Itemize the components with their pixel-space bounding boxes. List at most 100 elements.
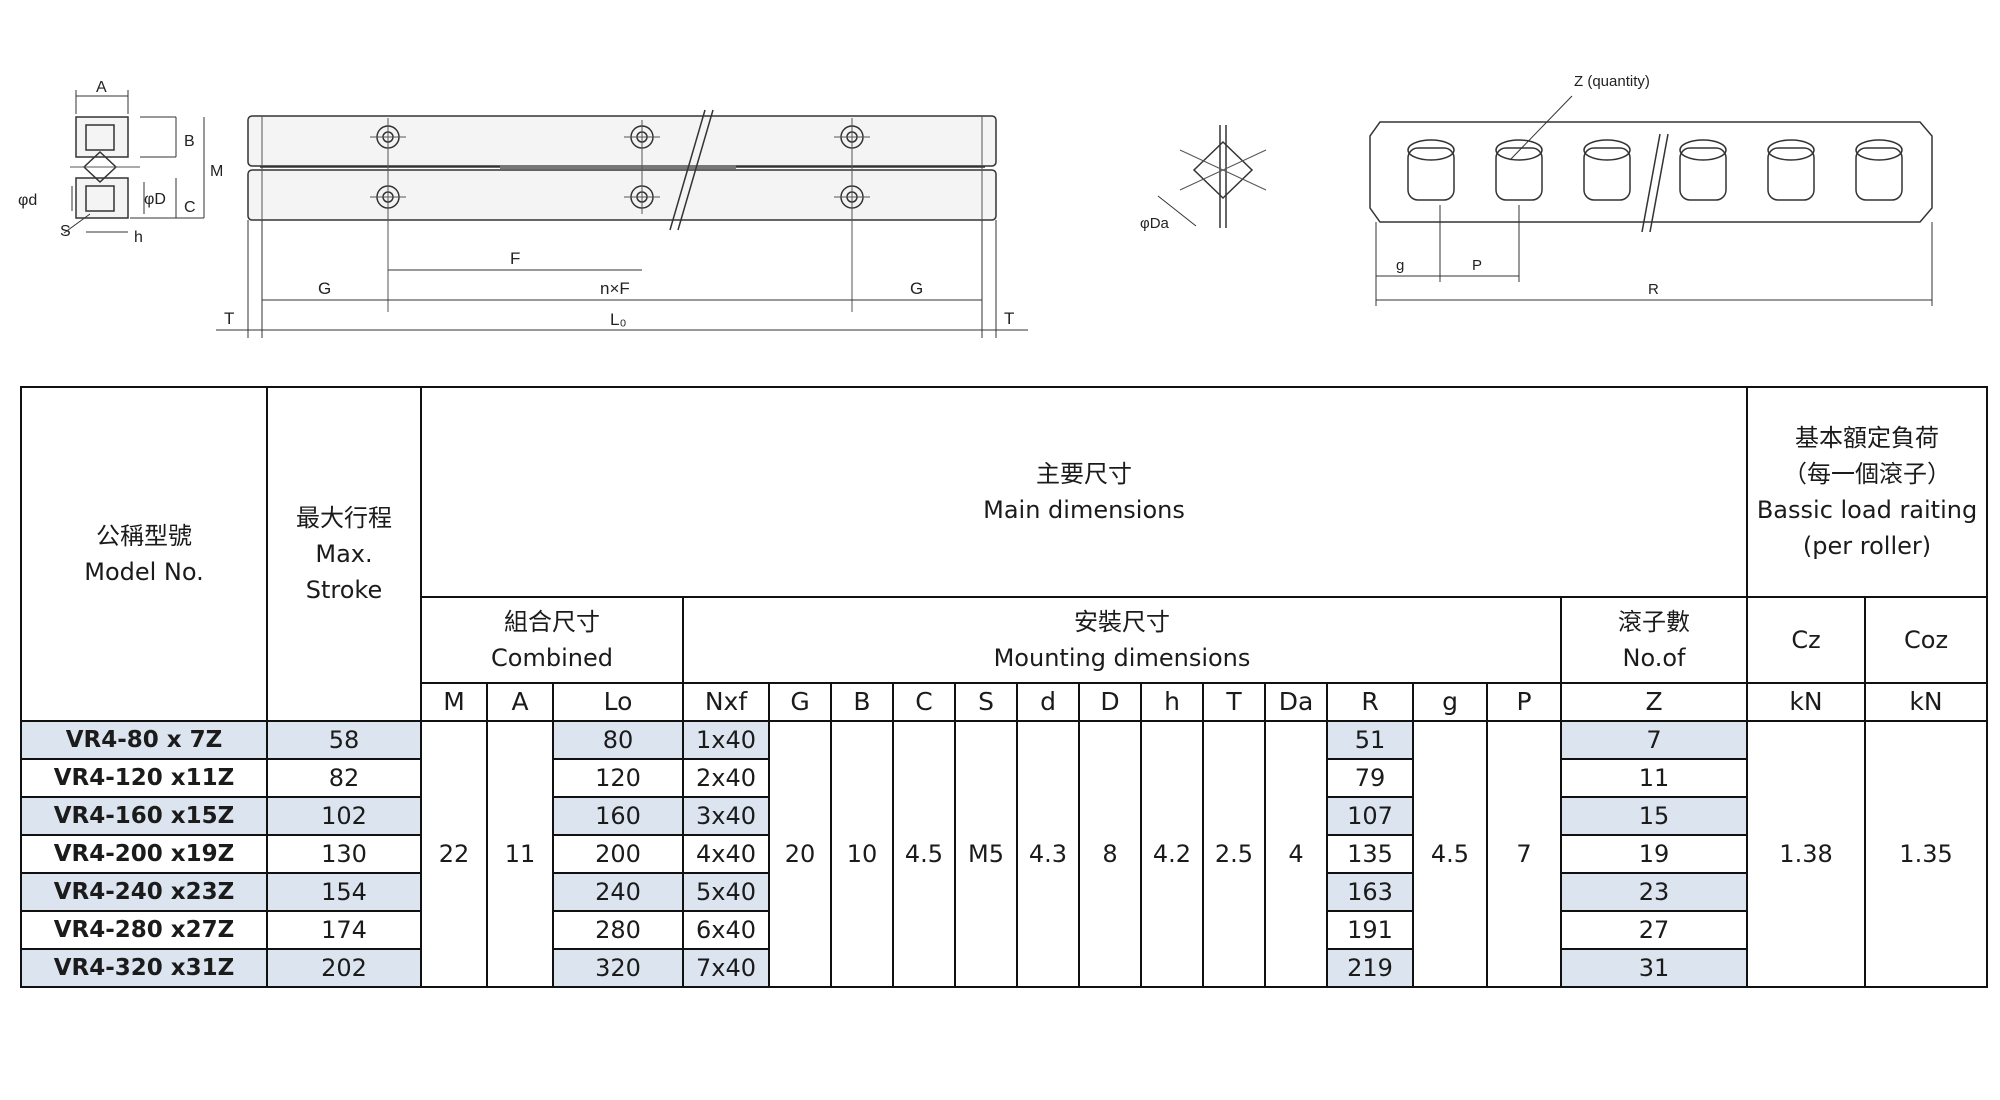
z-cell: 27 xyxy=(1559,910,1749,950)
label-Z-quantity: Z (quantity) xyxy=(1574,73,1650,90)
header-load-en2: (per roller) xyxy=(1802,532,1932,560)
shared-D: 8 xyxy=(1078,720,1142,988)
header-mounting-en: Mounting dimensions xyxy=(993,644,1251,672)
shared-B: 10 xyxy=(830,720,894,988)
roller-detail-drawing: φDa xyxy=(1140,125,1267,232)
r-cell: 51 xyxy=(1326,720,1414,760)
model-cell: VR4-280 x27Z xyxy=(20,910,268,950)
sym-M: M xyxy=(420,682,488,722)
sym-B: B xyxy=(830,682,894,722)
shared-G: 20 xyxy=(768,720,832,988)
z-cell: 31 xyxy=(1559,948,1749,988)
header-mounting: 安裝尺寸 Mounting dimensions xyxy=(682,596,1562,684)
label-g: g xyxy=(1396,257,1404,274)
sym-T: T xyxy=(1202,682,1266,722)
header-combined-zh: 組合尺寸 xyxy=(504,608,600,636)
shared-Coz: 1.35 xyxy=(1864,720,1989,988)
nxf-cell: 2x40 xyxy=(682,758,770,798)
label-phi-Da: φDa xyxy=(1140,215,1170,232)
z-cell: 7 xyxy=(1559,720,1749,760)
label-P: P xyxy=(1472,257,1482,274)
label-B: B xyxy=(184,133,195,150)
sym-Lo: Lo xyxy=(552,682,684,722)
shared-C: 4.5 xyxy=(892,720,956,988)
sym-Nxf: Nxf xyxy=(682,682,770,722)
sym-P: P xyxy=(1486,682,1562,722)
lo-cell: 200 xyxy=(552,834,684,874)
shared-A: 11 xyxy=(486,720,554,988)
shared-Cz: 1.38 xyxy=(1746,720,1867,988)
label-F: F xyxy=(510,249,520,268)
stroke-cell: 58 xyxy=(266,720,422,760)
header-combined: 組合尺寸 Combined xyxy=(420,596,684,684)
shared-g: 4.5 xyxy=(1412,720,1488,988)
label-T-left: T xyxy=(224,309,234,328)
table-row: VR4-200 x19Z 130 200 4x40 135 19 xyxy=(20,834,1987,874)
header-main-zh: 主要尺寸 xyxy=(1036,460,1132,488)
header-load-zh2: （每一個滾子） xyxy=(1783,460,1952,488)
table-row: VR4-240 x23Z 154 240 5x40 163 23 xyxy=(20,872,1987,912)
roller-cage-drawing: Z (quantity) g P R xyxy=(1369,73,1933,306)
sym-S: S xyxy=(954,682,1018,722)
lo-cell: 240 xyxy=(552,872,684,912)
table-row: VR4-120 x11Z 82 120 2x40 79 11 xyxy=(20,758,1987,798)
nxf-cell: 3x40 xyxy=(682,796,770,836)
header-rollers-zh: 滾子數 xyxy=(1618,608,1690,636)
nxf-cell: 7x40 xyxy=(682,948,770,988)
shared-h: 4.2 xyxy=(1140,720,1204,988)
table-row: VR4-80 x 7Z 58 22 11 80 1x40 20 10 4.5 M… xyxy=(20,720,1989,988)
stroke-cell: 102 xyxy=(266,796,422,836)
sym-R: R xyxy=(1326,682,1414,722)
header-cz: Cz xyxy=(1746,596,1867,684)
sym-Z: Z xyxy=(1559,682,1749,722)
header-main: 主要尺寸 Main dimensions xyxy=(419,386,1749,598)
r-cell: 79 xyxy=(1326,758,1414,798)
spec-table: 公稱型號 Model No. 最大行程 Max. Stroke 主要尺寸 Mai… xyxy=(20,386,1989,988)
table-row: VR4-160 x15Z 102 160 3x40 107 15 xyxy=(20,796,1987,836)
sym-D: D xyxy=(1078,682,1142,722)
r-cell: 219 xyxy=(1326,948,1414,988)
sym-h: h xyxy=(1140,682,1204,722)
header-main-en: Main dimensions xyxy=(983,496,1185,524)
z-cell: 15 xyxy=(1559,796,1749,836)
label-phi-D: φD xyxy=(144,191,166,208)
table-row: VR4-280 x27Z 174 280 6x40 191 27 xyxy=(20,910,1987,950)
technical-drawings: A B M C φd φD S h xyxy=(18,73,1933,338)
shared-Da: 4 xyxy=(1264,720,1328,988)
header-coz: Coz xyxy=(1864,596,1989,684)
lo-cell: 320 xyxy=(552,948,684,988)
header-stroke: 最大行程 Max. Stroke xyxy=(266,386,422,722)
header-combined-en: Combined xyxy=(491,644,613,672)
stroke-cell: 82 xyxy=(266,758,422,798)
z-cell: 11 xyxy=(1559,758,1749,798)
model-cell: VR4-320 x31Z xyxy=(20,948,268,988)
header-model-zh: 公稱型號 xyxy=(96,522,192,550)
label-R: R xyxy=(1648,281,1659,298)
label-C: C xyxy=(184,199,196,216)
symbol-row: M A Lo Nxf G B C S d D h T Da R g P Z kN… xyxy=(21,682,1989,722)
model-cell: VR4-200 x19Z xyxy=(20,834,268,874)
nxf-cell: 1x40 xyxy=(682,720,770,760)
z-cell: 19 xyxy=(1559,834,1749,874)
shared-d: 4.3 xyxy=(1016,720,1080,988)
header-stroke-zh: 最大行程 xyxy=(296,504,392,532)
header-model-en: Model No. xyxy=(84,558,204,586)
stroke-cell: 154 xyxy=(266,872,422,912)
label-G-left: G xyxy=(318,279,331,298)
shared-M: 22 xyxy=(420,720,488,988)
header-stroke-en2: Stroke xyxy=(305,576,383,604)
table-row: VR4-320 x31Z 202 320 7x40 219 31 xyxy=(20,948,1987,988)
sym-A: A xyxy=(486,682,554,722)
lo-cell: 120 xyxy=(552,758,684,798)
r-cell: 191 xyxy=(1326,910,1414,950)
sym-d: d xyxy=(1016,682,1080,722)
label-phi-d: φd xyxy=(18,192,37,209)
header-model: 公稱型號 Model No. xyxy=(20,386,268,722)
label-nxF: n×F xyxy=(600,279,630,298)
r-cell: 107 xyxy=(1326,796,1414,836)
header-mounting-zh: 安裝尺寸 xyxy=(1074,608,1170,636)
label-L0: L₀ xyxy=(610,310,627,329)
stroke-cell: 130 xyxy=(266,834,422,874)
lo-cell: 160 xyxy=(552,796,684,836)
header-rollers: 滾子數 No.of xyxy=(1559,596,1749,684)
